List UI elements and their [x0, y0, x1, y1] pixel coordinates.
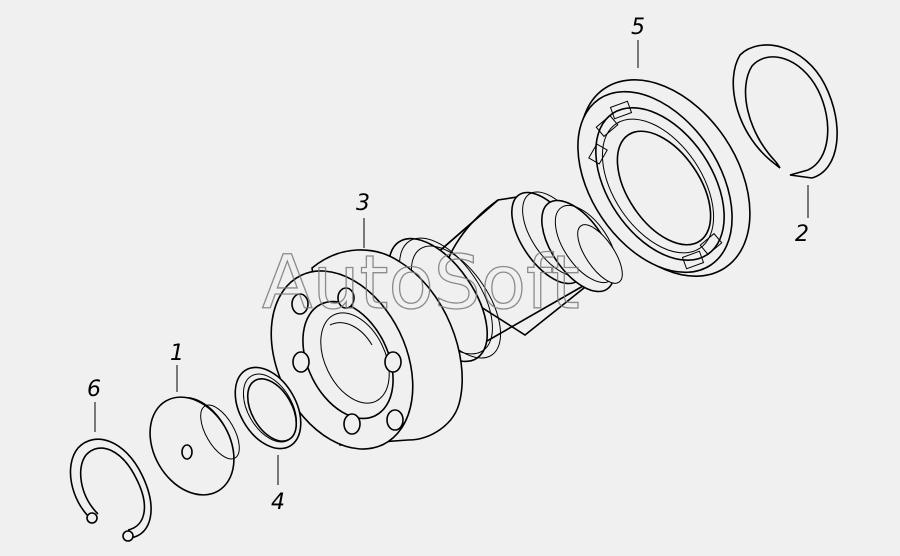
flange-bolt-holes — [291, 287, 404, 435]
part-1-cover-cap — [149, 396, 240, 496]
watermark-text: AutoSoft — [262, 240, 580, 326]
part-5-bearing — [577, 79, 751, 277]
callout-6: 6 — [87, 377, 101, 402]
leader-lines — [94, 40, 809, 485]
part-2-snap-ring — [732, 44, 838, 179]
part-3-flange-shaft — [270, 191, 623, 450]
part-6-circlip — [69, 438, 152, 542]
callout-2: 2 — [795, 222, 809, 247]
callout-4: 4 — [271, 490, 285, 515]
callout-5: 5 — [631, 15, 645, 40]
callout-3: 3 — [356, 191, 370, 216]
part-4-o-ring — [234, 366, 302, 450]
callout-1: 1 — [170, 341, 184, 366]
